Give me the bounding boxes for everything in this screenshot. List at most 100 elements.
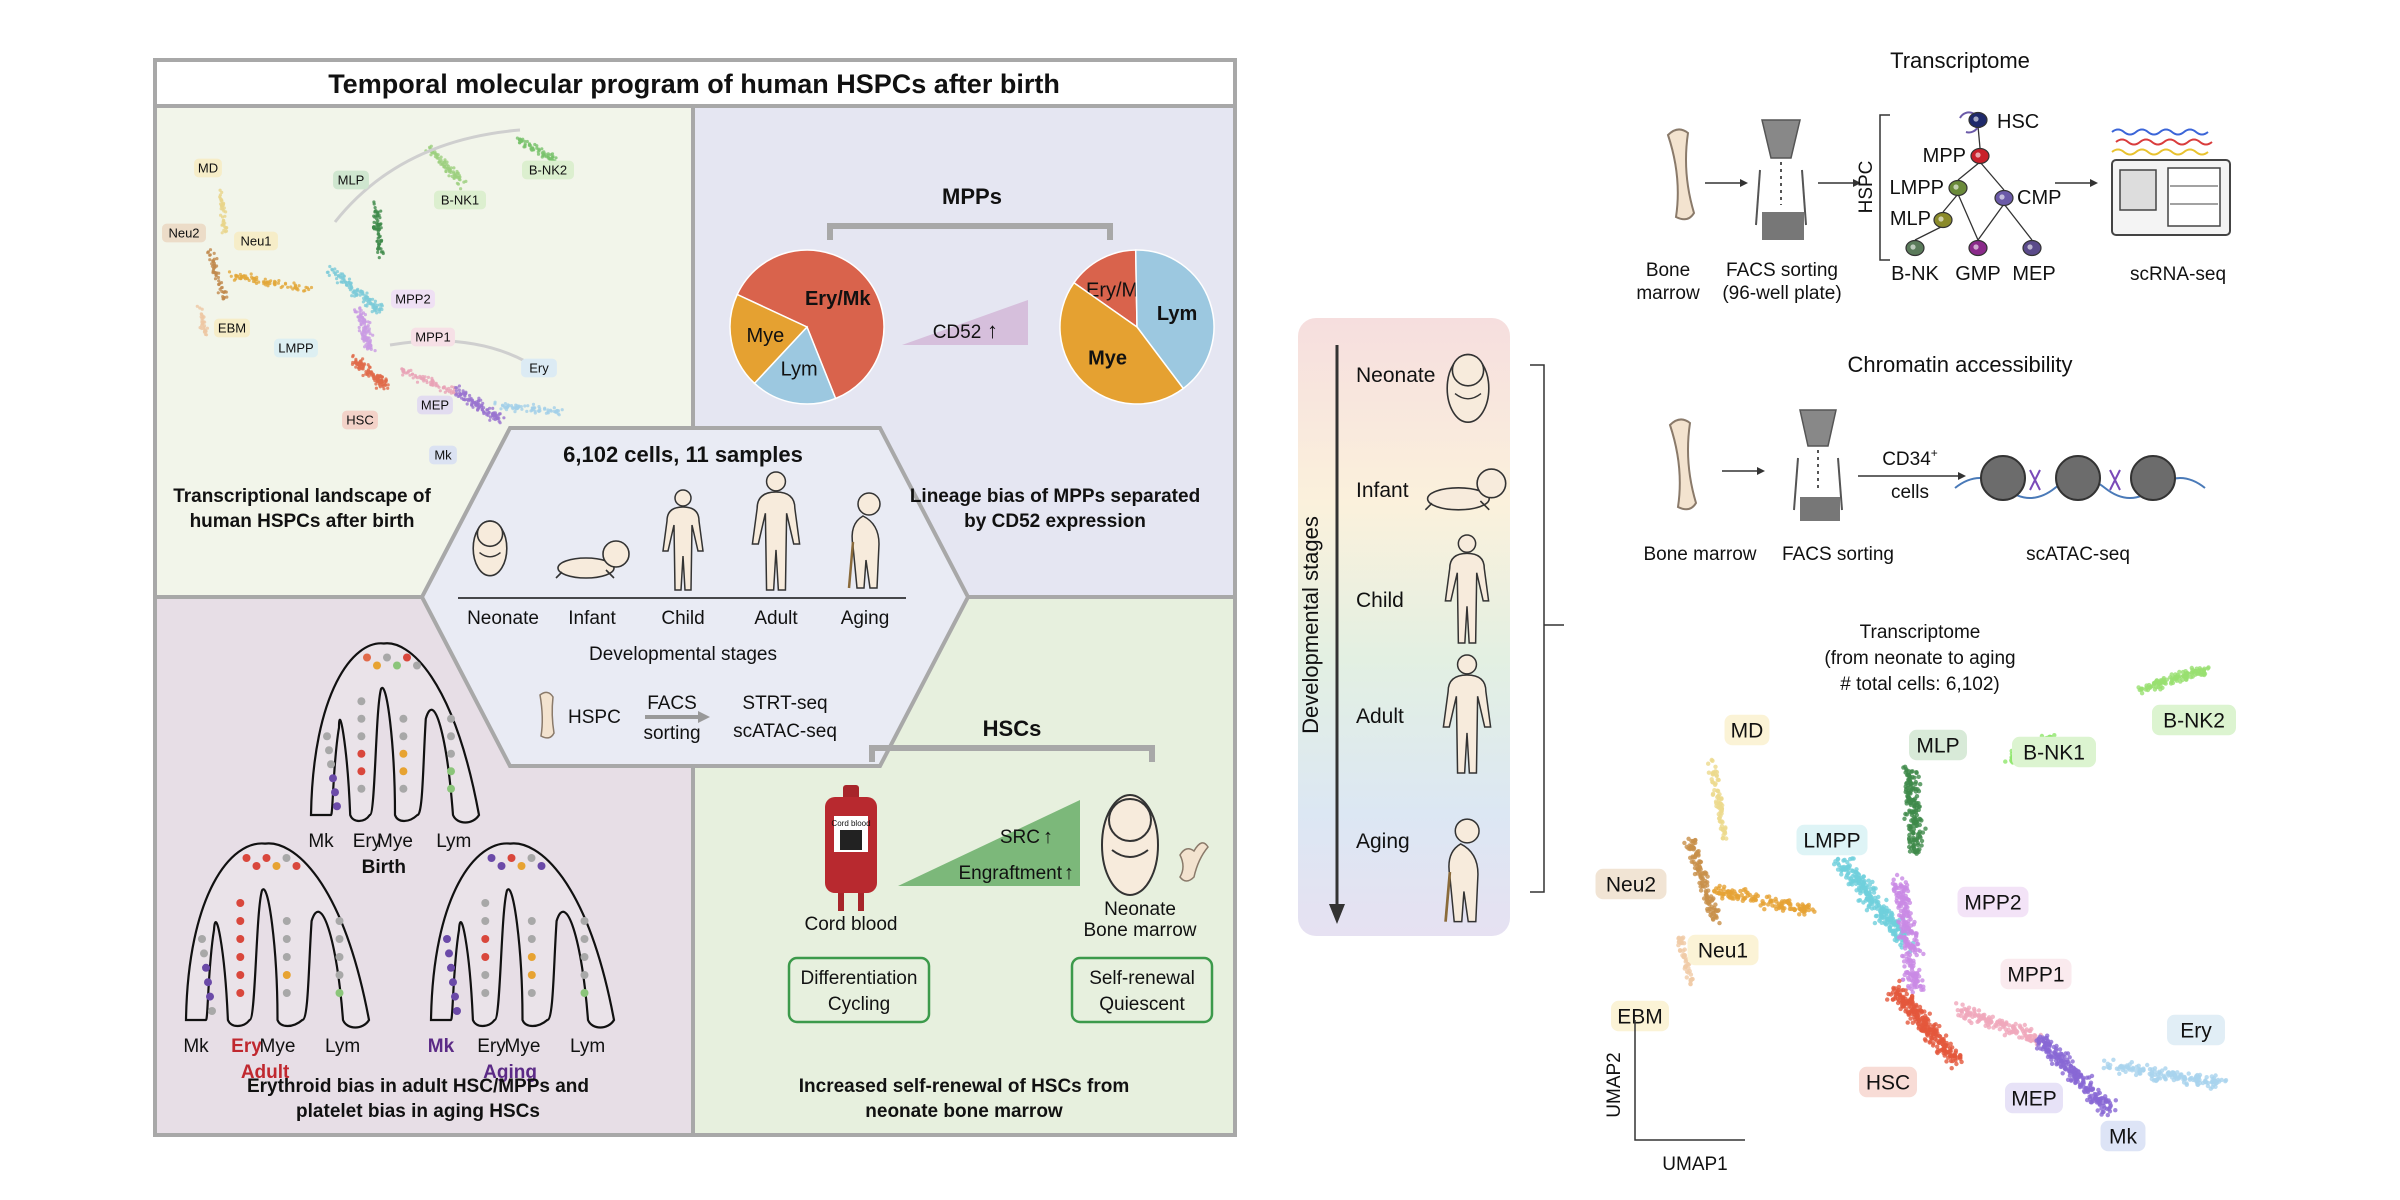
- landscape-label-mep: MEP: [421, 398, 449, 413]
- pie-label-mye: Mye: [1088, 347, 1127, 369]
- pie-label-lym: Lym: [1157, 303, 1197, 325]
- umap-label-b-nk1: B-NK1: [2023, 742, 2085, 765]
- left-panel: Temporal molecular program of human HSPC…: [153, 58, 1237, 1137]
- mpps-caption-1: Lineage bias of MPPs separated: [910, 486, 1200, 507]
- center-heading: 6,102 cells, 11 samples: [563, 442, 803, 467]
- hex-hspc: HSPC: [568, 707, 621, 728]
- cell-label-mpp: MPP: [1923, 145, 1966, 167]
- mpps-caption-2: by CD52 expression: [964, 511, 1146, 532]
- tree-label-mk: Mk: [428, 1036, 455, 1057]
- landscape-label-b-nk1: B-NK1: [441, 193, 479, 208]
- neonate-baby-icon: [1101, 794, 1159, 896]
- landscape-label-mpp1-chip: [411, 327, 455, 347]
- tree-label-ery: Ery: [353, 831, 382, 852]
- engraftment-arrow: ↑: [1064, 862, 1074, 884]
- tree-outline: [309, 642, 481, 824]
- hex-stage-child: Child: [661, 608, 704, 629]
- stages-panel: Developmental stages NeonateInfantChildA…: [1298, 318, 1564, 936]
- mpps-heading: MPPs: [942, 184, 1002, 209]
- cell-label-hsc: HSC: [1997, 111, 2039, 133]
- hex-stage-aging: Aging: [841, 608, 890, 629]
- landscape-label-hsc-chip: [342, 410, 378, 430]
- landscape-label-mlp: MLP: [338, 173, 365, 188]
- landscape-label-lmpp-chip: [274, 338, 318, 358]
- tree-label-mk: Mk: [183, 1036, 209, 1057]
- hex-stage-infant: Infant: [568, 608, 616, 629]
- umap-label-hsc: HSC: [1866, 1072, 1910, 1095]
- cell-label-b-nk: B-NK: [1891, 263, 1939, 285]
- bone-icon: [1666, 128, 1696, 221]
- tree-title-aging: Aging: [483, 1062, 537, 1083]
- pie-slice-lym: [1134, 249, 1215, 390]
- transcriptome-workflow: Transcriptome Bone marrow FACS sorting (…: [1636, 48, 2231, 304]
- hex-stage-adult: Adult: [754, 608, 798, 629]
- landscape-label-mep-chip: [417, 395, 453, 415]
- hex-bone-icon: [539, 691, 555, 739]
- umap-label-mep-chip: [2005, 1082, 2063, 1114]
- side-stage-child: Child: [1356, 589, 1404, 612]
- umap-label-mpp1-chip: [2000, 958, 2072, 990]
- tree-label-mye: Mye: [505, 1036, 541, 1057]
- mpps-bracket: [827, 223, 1113, 240]
- tree-label-mk: Mk: [308, 831, 334, 852]
- umap-label-mep: MEP: [2011, 1088, 2057, 1111]
- landscape-label-mpp2: MPP2: [395, 292, 430, 307]
- hex-facs-2: sorting: [643, 723, 700, 744]
- umap-label-md: MD: [1731, 720, 1764, 743]
- cell-label-lmpp: LMPP: [1890, 177, 1944, 199]
- cell-label-gmp: GMP: [1955, 263, 2001, 285]
- landscape-label-b-nk1-chip: [434, 190, 486, 210]
- tree-title-birth: Birth: [362, 857, 406, 878]
- stages-axis-label: Developmental stages: [1298, 516, 1323, 734]
- landscape-label-b-nk2-chip: [522, 160, 574, 180]
- tree-label-ery: Ery: [231, 1036, 262, 1057]
- pie-label-lym: Lym: [781, 359, 818, 381]
- umap-label-mpp2: MPP2: [1964, 892, 2021, 915]
- src-label: SRC: [1000, 827, 1040, 848]
- hexagon-figures: [472, 471, 881, 591]
- tree-title-adult: Adult: [241, 1062, 290, 1083]
- pie-label-mye: Mye: [747, 325, 785, 347]
- landscape-label-neu2-chip: [162, 223, 206, 243]
- src-wedge: [898, 800, 1080, 886]
- bone-label-2: marrow: [1636, 283, 1700, 304]
- umap-label-neu2-chip: [1595, 868, 1667, 900]
- landscape-label-ebm: EBM: [218, 321, 246, 336]
- cd52-label: CD52: [933, 322, 982, 343]
- landscape-label-mk: Mk: [434, 448, 452, 463]
- umap-label-b-nk2: B-NK2: [2163, 710, 2225, 733]
- self-renewal-box: [1070, 956, 1214, 1024]
- umap-label-mlp: MLP: [1916, 735, 1959, 758]
- side-stage-neonate: Neonate: [1356, 364, 1435, 387]
- umap-label-b-nk1-chip: [2012, 736, 2096, 768]
- umap-ylabel: UMAP2: [1604, 1052, 1625, 1117]
- neonate-label-1: Neonate: [1104, 899, 1176, 920]
- cd34-label: CD34+: [1882, 446, 1938, 470]
- svg-text:Cycling: Cycling: [828, 994, 890, 1015]
- svg-text:Self-renewal: Self-renewal: [1089, 968, 1195, 989]
- umap-label-mk-chip: [2100, 1120, 2146, 1152]
- trees-caption-2: platelet bias in aging HSCs: [296, 1101, 540, 1122]
- center-hexagon: [419, 426, 971, 768]
- hscs-bone-icon: [1179, 842, 1209, 882]
- umap-label-mpp1: MPP1: [2007, 964, 2064, 987]
- side-stage-adult: Adult: [1356, 705, 1404, 728]
- pie-slice-lym: [753, 325, 837, 405]
- scrna-label: scRNA-seq: [2130, 264, 2226, 285]
- hscs-heading: HSCs: [983, 716, 1042, 741]
- hspc-bracket: [1879, 114, 1890, 261]
- tree-label-mye: Mye: [260, 1036, 296, 1057]
- facs-sorter-icon: [1755, 119, 1807, 240]
- landscape-label-ery: Ery: [529, 361, 549, 376]
- landscape-label-b-nk2: B-NK2: [529, 163, 567, 178]
- cd52-arrow: ↑: [987, 318, 998, 343]
- landscape-label-mlp-chip: [333, 170, 369, 190]
- svg-text:Cord blood: Cord blood: [831, 819, 870, 828]
- chromatin-workflow: Chromatin accessibility Bone marrow FACS…: [1644, 352, 2206, 565]
- side-stage-infant: Infant: [1356, 479, 1409, 502]
- cd34-cells-label: cells: [1891, 482, 1929, 503]
- hex-stage-neonate: Neonate: [467, 608, 539, 629]
- tree-outline: [429, 842, 616, 1029]
